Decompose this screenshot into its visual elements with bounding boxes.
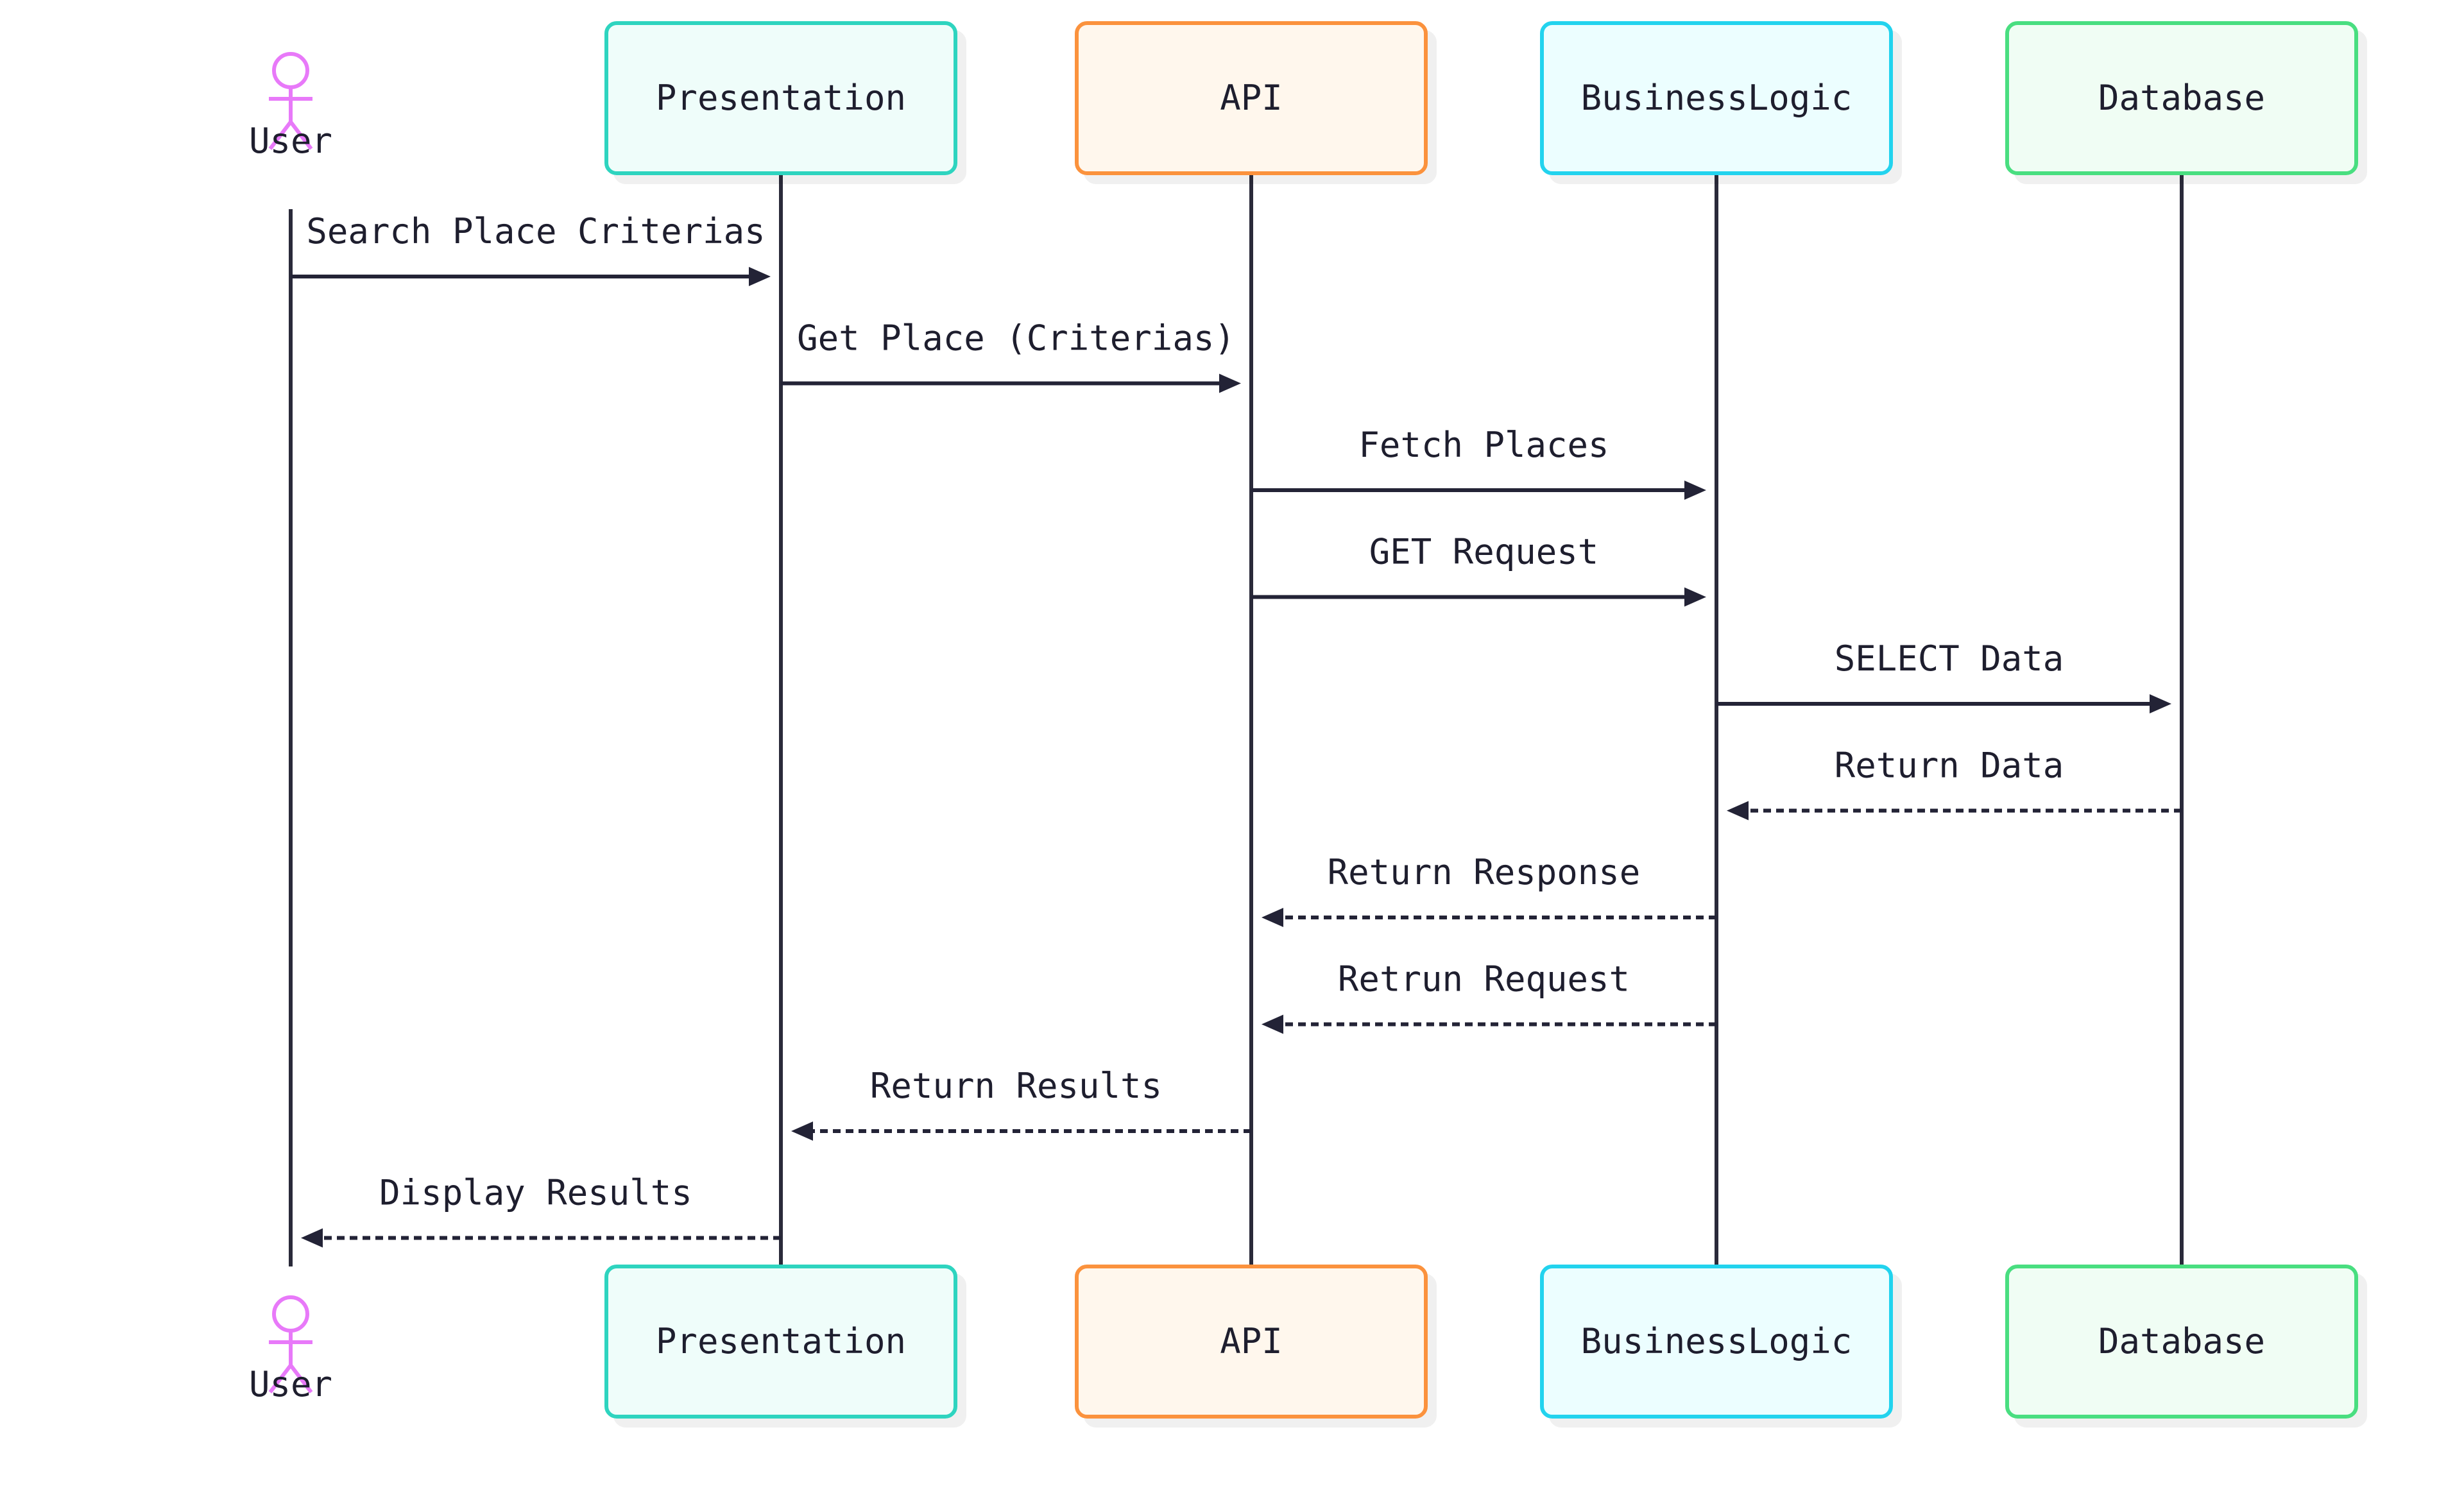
participant-label: API [1220, 1321, 1283, 1361]
participant-box [1540, 1265, 1893, 1419]
participant-box [604, 1265, 957, 1419]
participants-top: User Presentation API BusinessLogic Database [249, 21, 2358, 175]
participant-label: Database [2098, 78, 2265, 118]
arrowhead-icon [1684, 587, 1706, 607]
message-1: Search Place Criterias [291, 211, 771, 286]
participant-api-bottom: API [1075, 1265, 1428, 1419]
arrowhead-icon [301, 1228, 323, 1248]
participant-label: API [1220, 78, 1283, 118]
message-label: Return Data [1835, 746, 2064, 786]
participant-api-top: API [1075, 21, 1428, 175]
participant-label: Presentation [656, 1321, 906, 1361]
message-label: GET Request [1369, 532, 1599, 572]
participant-label: User [249, 121, 332, 161]
message-label: SELECT Data [1835, 638, 2064, 679]
participant-label: Database [2098, 1321, 2265, 1361]
message-7: Return Response [1262, 852, 1716, 927]
participant-business-top: BusinessLogic [1540, 21, 1893, 175]
message-9: Return Results [791, 1066, 1251, 1141]
message-label: Display Results [379, 1173, 692, 1213]
message-6: Return Data [1727, 746, 2182, 821]
participant-user-top: User [249, 52, 332, 161]
message-10: Display Results [301, 1173, 781, 1248]
message-5: SELECT Data [1716, 638, 2171, 713]
participant-label: BusinessLogic [1581, 1321, 1852, 1361]
participant-business-bottom: BusinessLogic [1540, 1265, 1893, 1419]
participant-box [1540, 21, 1893, 175]
stick-figure-icon [268, 1295, 313, 1394]
lifelines [289, 173, 2184, 1266]
participant-user-bottom: User [249, 1295, 332, 1404]
message-label: Return Results [870, 1066, 1162, 1106]
participant-box [2005, 1265, 2358, 1419]
arrowhead-icon [1219, 373, 1241, 393]
message-label: Return Response [1328, 852, 1641, 892]
participants-bottom: User Presentation API BusinessLogic Database [249, 1265, 2358, 1419]
participant-database-bottom: Database [2005, 1265, 2358, 1419]
participant-label: BusinessLogic [1581, 78, 1852, 118]
message-label: Fetch Places [1358, 425, 1609, 465]
arrowhead-icon [2150, 694, 2171, 713]
participant-label: User [249, 1364, 332, 1404]
participant-box [2005, 21, 2358, 175]
arrowhead-icon [749, 267, 771, 286]
arrowhead-icon [1684, 481, 1706, 500]
participant-box [1075, 21, 1428, 175]
message-label: Retrun Request [1338, 959, 1630, 1000]
arrowhead-icon [1262, 1014, 1283, 1034]
participant-box [604, 21, 957, 175]
message-2: Get Place (Criterias) [781, 318, 1241, 393]
message-4: GET Request [1251, 532, 1706, 607]
participant-database-top: Database [2005, 21, 2358, 175]
arrowhead-icon [1727, 801, 1749, 821]
stick-figure-icon [268, 52, 313, 150]
arrowhead-icon [1262, 908, 1283, 927]
participant-presentation-bottom: Presentation [604, 1265, 957, 1419]
message-label: Get Place (Criterias) [797, 318, 1235, 359]
message-8: Retrun Request [1262, 959, 1716, 1034]
arrowhead-icon [791, 1121, 813, 1141]
participant-box [1075, 1265, 1428, 1419]
participant-presentation-top: Presentation [604, 21, 957, 175]
message-3: Fetch Places [1251, 425, 1706, 500]
participant-label: Presentation [656, 78, 906, 118]
message-label: Search Place Criterias [306, 211, 765, 252]
